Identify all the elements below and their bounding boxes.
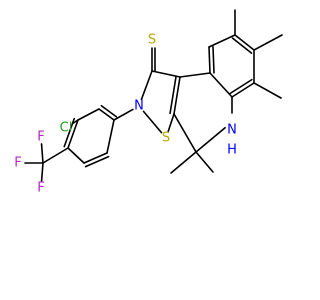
bond-n2-aryl [113, 108, 134, 121]
bond-c-cf3 [42, 147, 69, 164]
atom-label-amine-hydrogen: H [227, 143, 237, 158]
bond-a6-a1 [106, 119, 115, 154]
atom-label-fluorine-3: F [37, 181, 44, 196]
bond-methyl-4a [170, 151, 197, 174]
atom-label-amine-nitrogen: N [227, 123, 237, 138]
bond-c9b-c9a [179, 72, 211, 78]
bond-c9a-c9-second [212, 46, 215, 74]
atom-label-fluorine-1: F [37, 130, 44, 145]
bond-a1-a2-second [100, 104, 118, 118]
bond-c9-c8 [208, 34, 236, 48]
bond-c-cl [72, 119, 79, 124]
bond-c8-c7-second [231, 37, 253, 54]
bond-c5a-c9a [209, 72, 233, 98]
bond-a1-a2 [98, 108, 115, 121]
bond-c3-c9b [173, 76, 181, 115]
bond-a2-a3 [77, 108, 100, 121]
atom-label-ring-sulfur: S [162, 131, 170, 146]
bond-c9b-c1 [151, 70, 181, 78]
bond-methyl-6 [253, 82, 282, 99]
bond-c8-c7 [234, 34, 255, 51]
atom-label-thione-sulfur: S [148, 33, 156, 48]
bond-c6-c5a-second [229, 78, 253, 95]
atom-label-fluorine-2: F [14, 156, 21, 171]
bond-methyl-4b [195, 151, 214, 173]
bond-c3-c4 [173, 113, 197, 153]
atom-labels-layer: S N S N H Cl F F F [14, 33, 237, 196]
bond-a5-a6 [83, 152, 108, 164]
bond-c9a-c9 [208, 46, 211, 74]
bond-c3-c9b-second [169, 75, 177, 115]
bond-a5-a6-second [84, 155, 110, 168]
bond-c6-c5a [231, 82, 255, 98]
bond-n2-s [142, 110, 163, 134]
bond-a4-a5 [67, 147, 85, 164]
bond-c-f1 [40, 143, 44, 164]
molecule-structure-diagram: S N S N H Cl F F F [14, 9, 283, 196]
bonds-layer [24, 9, 283, 182]
atom-label-chlorine: Cl [60, 121, 73, 136]
bond-a3-a4-second [63, 117, 76, 148]
bond-a3-a4 [67, 119, 79, 149]
bond-c4-n5 [195, 126, 226, 153]
bond-s-c3 [167, 113, 175, 133]
atom-label-ring-nitrogen: N [134, 99, 144, 114]
bond-c-f3 [40, 162, 44, 182]
bond-methyl-7 [253, 34, 283, 51]
bond-c1-n2 [140, 70, 153, 101]
